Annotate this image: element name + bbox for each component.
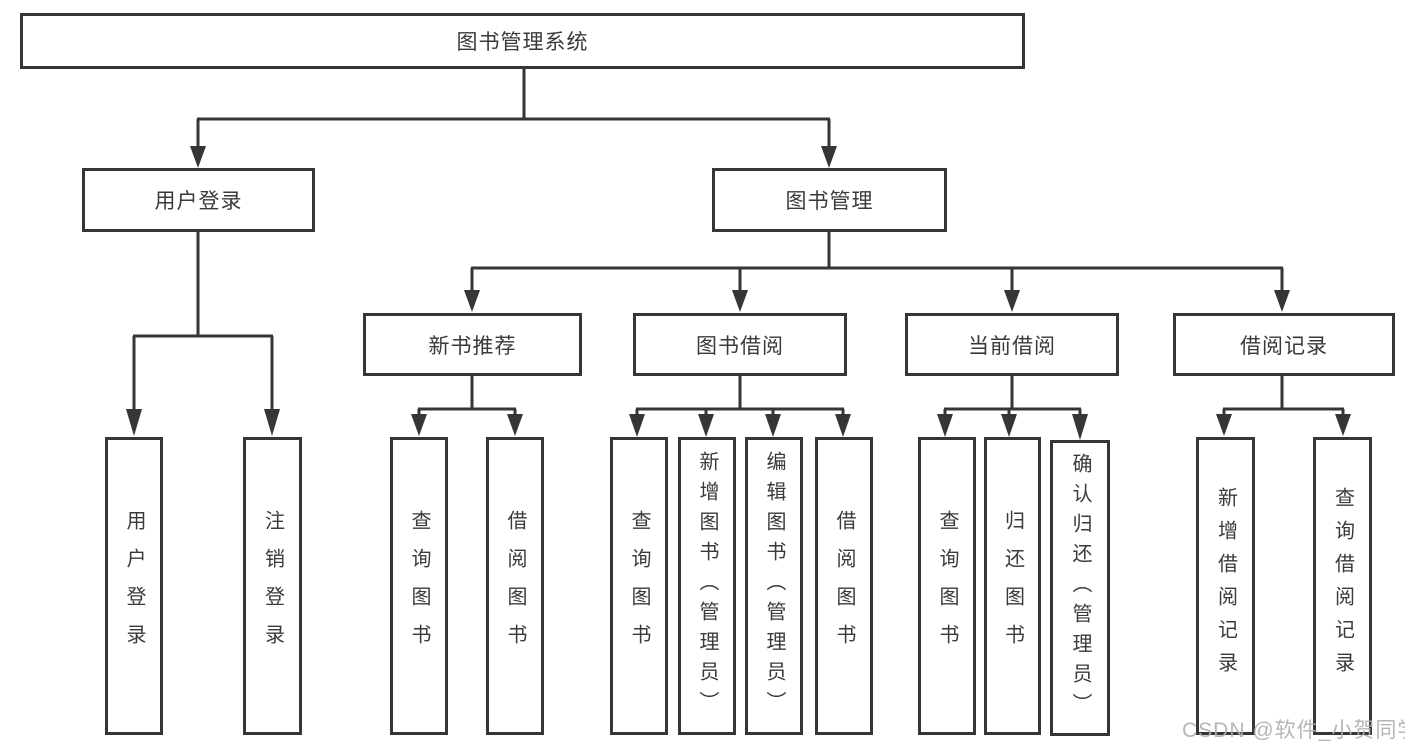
leaf-user-login: 用户登录 [105,437,163,735]
node-current-borrow-label: 当前借阅 [968,334,1056,358]
leaf-query-books-3: 查询图书 [918,437,976,735]
node-borrow-records: 借阅记录 [1173,313,1395,376]
leaf-query-borrow-record-label: 查询借阅记录 [1331,487,1354,685]
node-new-book-recommend-label: 新书推荐 [428,334,517,358]
leaf-add-books-admin-label: 新增图书（管理员） [696,451,718,721]
node-root-system: 图书管理系统 [20,13,1025,69]
leaf-query-books-3-label: 查询图书 [936,510,958,662]
csdn-watermark: CSDN @软件_小贺同学 [1182,719,1405,742]
leaf-borrow-books-2: 借阅图书 [815,437,873,735]
node-new-book-recommend: 新书推荐 [363,313,582,376]
node-book-management-label: 图书管理 [785,190,874,213]
leaf-return-books: 归还图书 [984,437,1041,735]
leaf-query-books-2-label: 查询图书 [628,510,650,662]
leaf-confirm-return-admin-label: 确认归还（管理员） [1069,453,1091,723]
node-borrow-records-label: 借阅记录 [1240,334,1328,358]
leaf-confirm-return-admin: 确认归还（管理员） [1050,440,1110,736]
node-book-borrow: 图书借阅 [633,313,847,376]
leaf-logout: 注销登录 [243,437,302,735]
leaf-borrow-books-2-label: 借阅图书 [833,510,855,662]
node-root-label: 图书管理系统 [456,31,589,54]
leaf-borrow-books-1-label: 借阅图书 [504,510,526,662]
leaf-borrow-books-1: 借阅图书 [486,437,544,735]
leaf-add-borrow-record-label: 新增借阅记录 [1214,487,1237,685]
arrowheads [126,146,1351,440]
node-current-borrow: 当前借阅 [905,313,1119,376]
leaf-query-books-2: 查询图书 [610,437,668,735]
node-user-login: 用户登录 [82,168,315,232]
leaf-add-borrow-record: 新增借阅记录 [1196,437,1255,735]
leaf-query-books-1: 查询图书 [390,437,448,735]
node-book-borrow-label: 图书借阅 [696,334,784,358]
leaf-edit-books-admin-label: 编辑图书（管理员） [763,451,785,721]
leaf-edit-books-admin: 编辑图书（管理员） [745,437,803,735]
leaf-user-login-label: 用户登录 [123,510,145,662]
leaf-query-borrow-record: 查询借阅记录 [1313,437,1372,735]
node-book-management: 图书管理 [712,168,947,232]
leaf-add-books-admin: 新增图书（管理员） [678,437,736,735]
leaf-return-books-label: 归还图书 [1001,510,1024,662]
node-user-login-label: 用户登录 [154,190,243,213]
leaf-query-books-1-label: 查询图书 [408,510,430,662]
leaf-logout-label: 注销登录 [261,510,284,662]
connector-paths [132,69,1345,418]
